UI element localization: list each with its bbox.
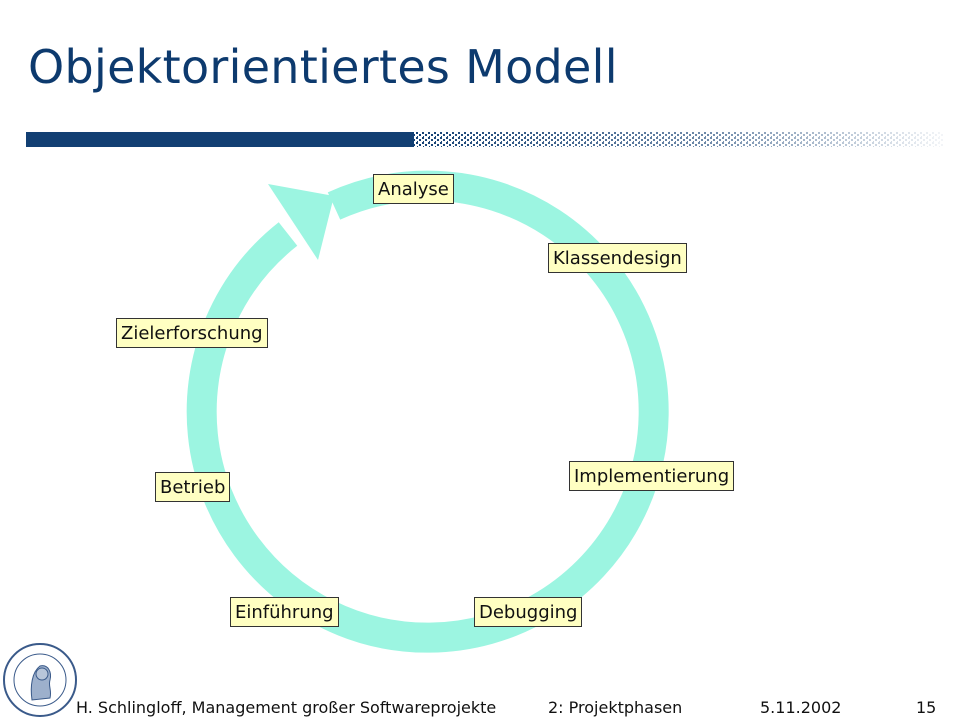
node-betrieb: Betrieb xyxy=(155,472,231,502)
cycle-arrowhead xyxy=(268,184,334,260)
footer-page-number: 15 xyxy=(916,698,937,717)
footer-author: H. Schlingloff, Management großer Softwa… xyxy=(76,698,497,717)
slide-title: Objektorientiertes Modell xyxy=(28,40,618,94)
university-seal-logo xyxy=(3,643,77,717)
footer-chapter: 2: Projektphasen xyxy=(548,698,683,717)
node-debugging: Debugging xyxy=(474,597,583,627)
footer-date: 5.11.2002 xyxy=(760,698,842,717)
node-analyse: Analyse xyxy=(373,174,454,204)
node-zielerforschung: Zielerforschung xyxy=(116,318,268,348)
node-klassendesign: Klassendesign xyxy=(548,243,687,273)
node-einfuehrung: Einführung xyxy=(230,597,339,627)
title-underline-bar xyxy=(26,132,944,147)
node-implementierung: Implementierung xyxy=(569,461,735,491)
